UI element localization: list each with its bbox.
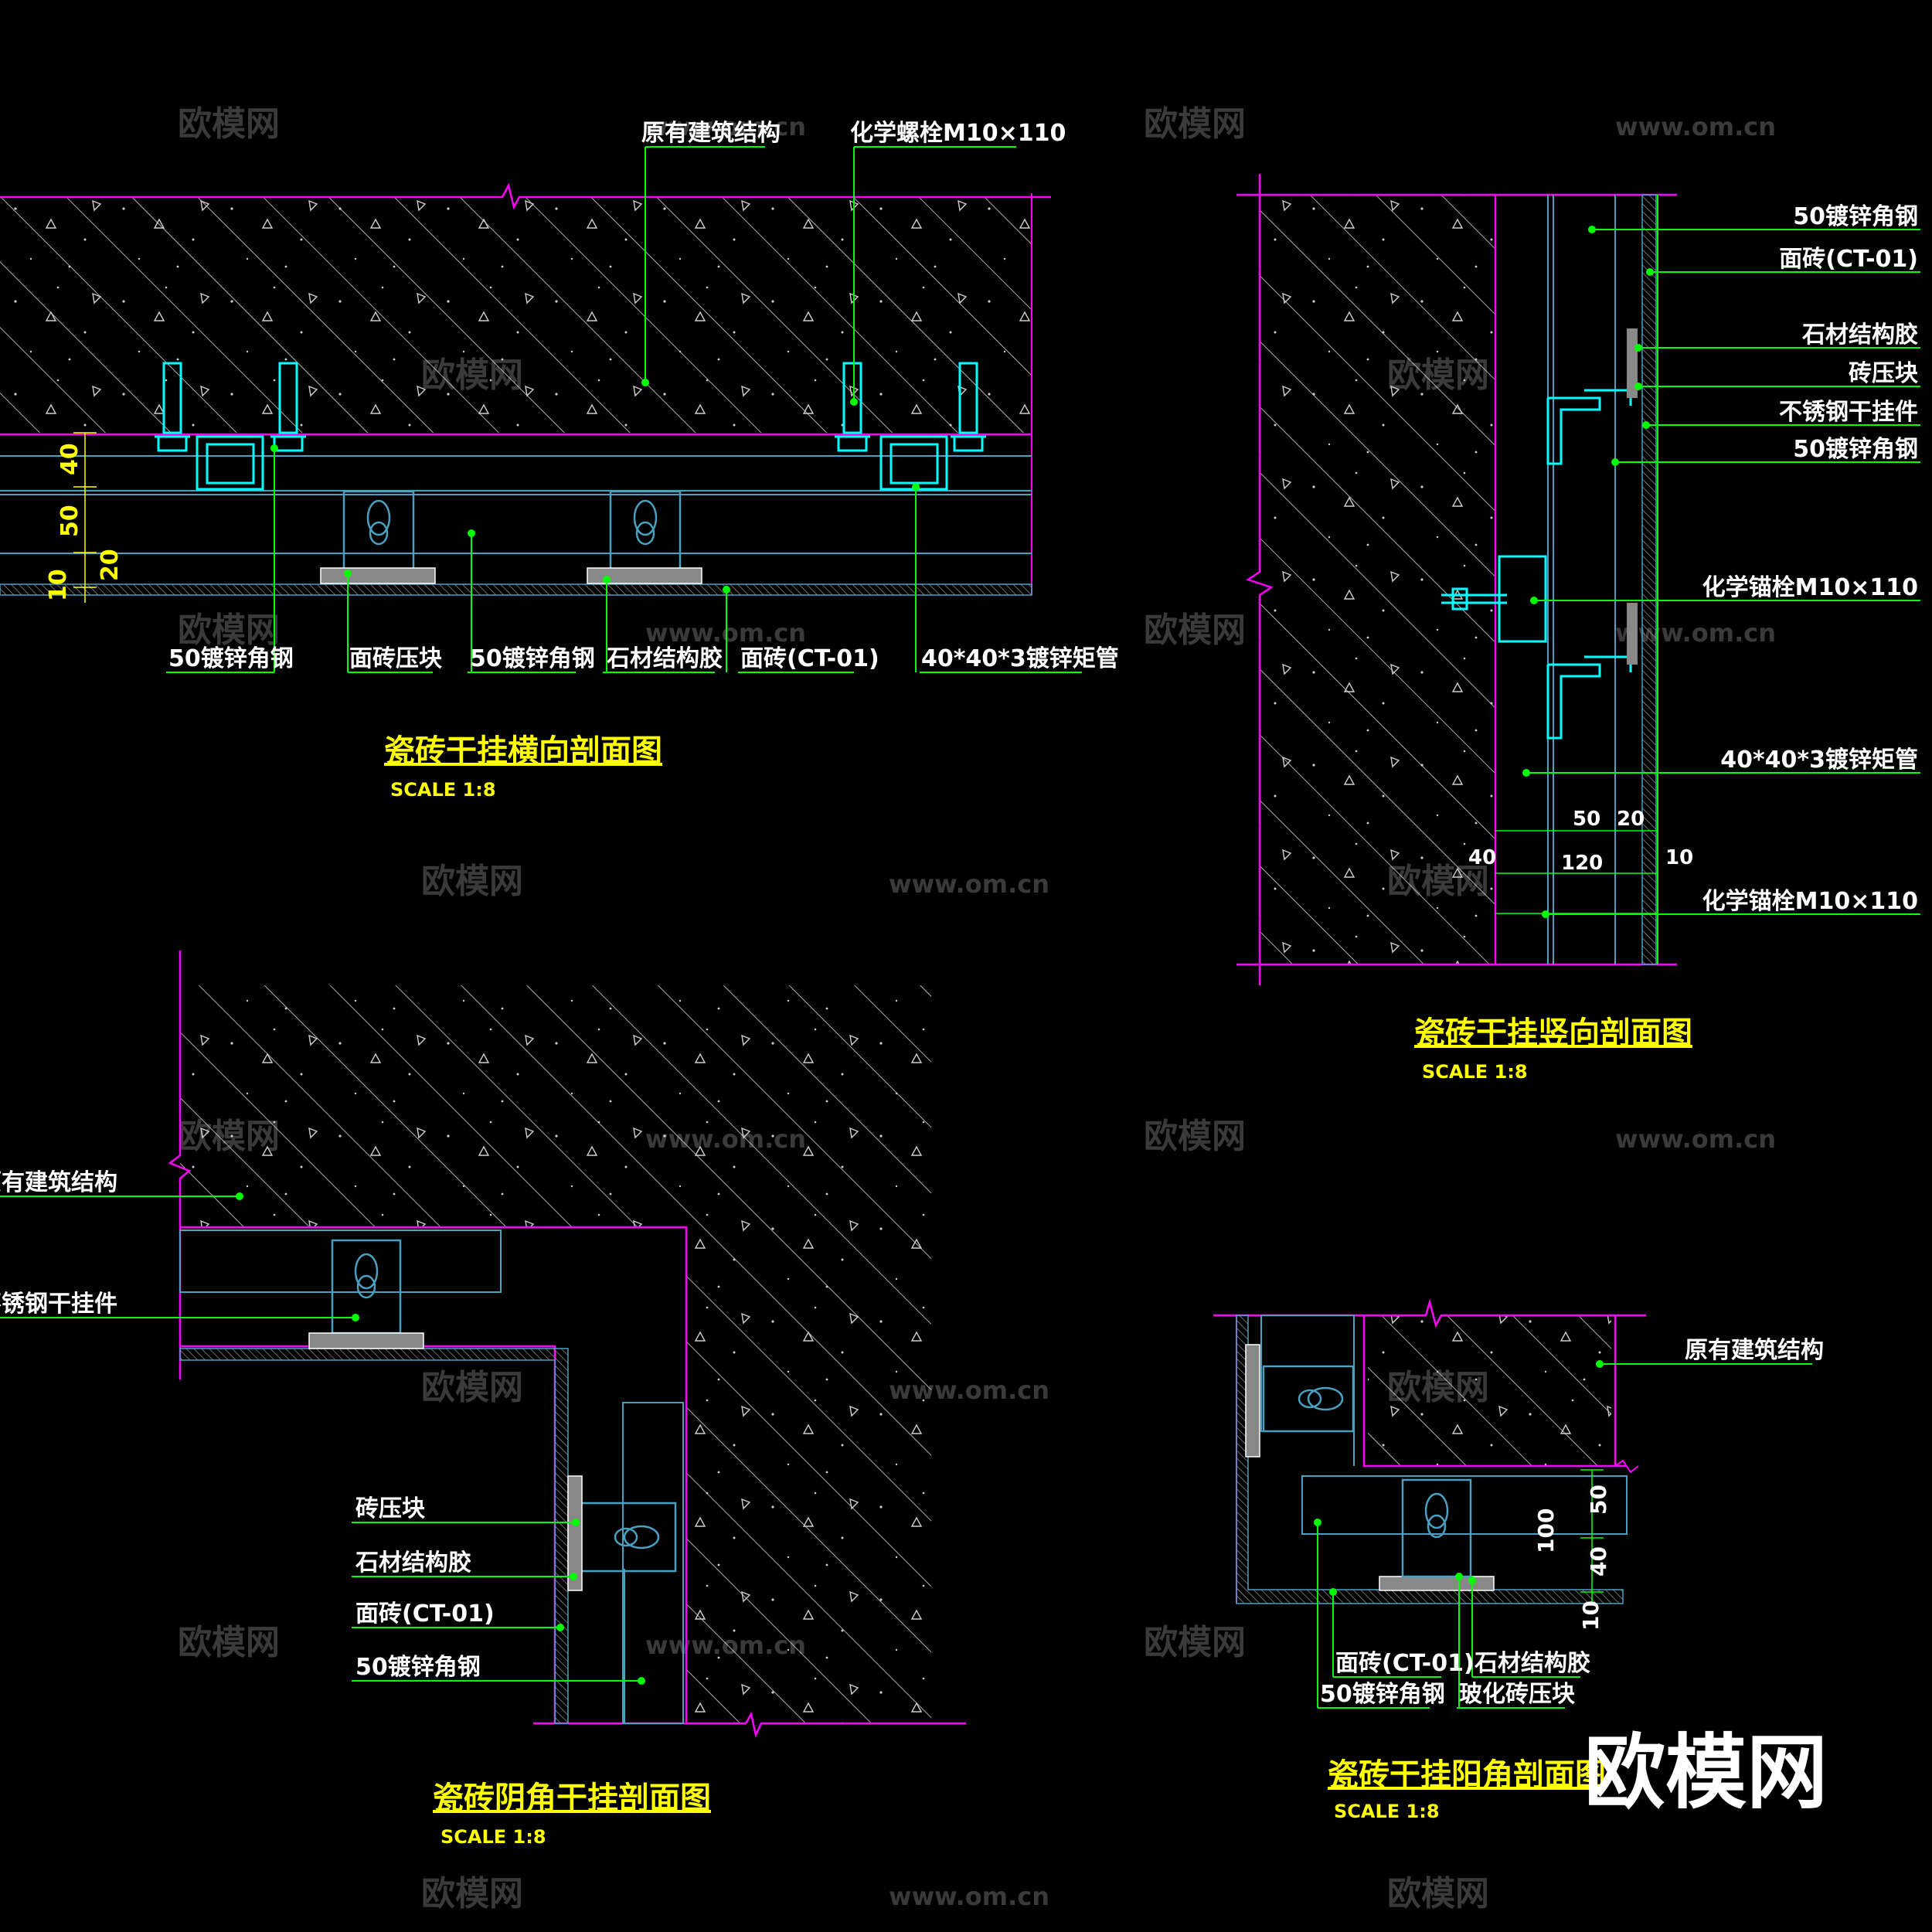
watermark-text: www.om.cn bbox=[1615, 618, 1776, 648]
label-pressure-block: 砖压块 bbox=[1849, 360, 1918, 387]
dimension-40: 40 bbox=[1468, 846, 1496, 869]
dimension-10: 10 bbox=[45, 569, 72, 601]
label-stone-glue: 石材结构胶 bbox=[355, 1549, 471, 1577]
angle-bracket bbox=[1546, 389, 1632, 740]
label-pressure-block: 砖压块 bbox=[355, 1495, 425, 1522]
view-title: 瓷砖干挂竖向剖面图 bbox=[1414, 1015, 1692, 1051]
tile-layer bbox=[1236, 1315, 1624, 1604]
watermark-text: 欧模网 bbox=[1144, 1623, 1246, 1662]
leader-lines bbox=[0, 1192, 645, 1685]
label-pressure-block: 面砖压块 bbox=[349, 645, 442, 672]
dimension-20: 20 bbox=[97, 549, 124, 581]
watermark-text: 欧模网 bbox=[421, 1874, 523, 1913]
structure-boundary bbox=[180, 1226, 688, 1723]
watermark-text: www.om.cn bbox=[889, 869, 1049, 899]
dimension-40: 40 bbox=[56, 443, 83, 475]
vertical-section-view: 50 20 40 120 10 50镀锌角钢 面砖(CT-01) 石材结构胶 砖… bbox=[1236, 174, 1920, 1083]
watermark-text: 欧模网 bbox=[178, 1623, 280, 1662]
label-tile: 面砖(CT-01) bbox=[1779, 246, 1918, 273]
watermark-text: www.om.cn bbox=[645, 112, 806, 141]
dimension-50: 50 bbox=[56, 505, 83, 537]
watermark-text: 欧模网 bbox=[178, 104, 280, 144]
structure-boundary bbox=[0, 182, 1051, 210]
structure-boundary bbox=[1362, 1315, 1627, 1468]
label-structure: 原有建筑结构 bbox=[641, 120, 781, 147]
pressure-block bbox=[308, 1332, 424, 1349]
pressure-block bbox=[587, 567, 702, 584]
stone-hanger bbox=[1262, 1365, 1472, 1578]
dimension-50: 50 bbox=[1586, 1485, 1611, 1515]
label-stone-glue: 石材结构胶 bbox=[1474, 1650, 1590, 1677]
horizontal-section-view: 40 50 20 10 原有建筑结构 化学螺栓M10×110 50镀锌角钢 面砖… bbox=[0, 120, 1119, 801]
dimension-120: 120 bbox=[1561, 852, 1603, 875]
watermark-text: 欧模网 bbox=[1144, 104, 1246, 144]
label-chem-bolt: 化学螺栓M10×110 bbox=[850, 120, 1066, 147]
watermark-text: 欧模网 bbox=[421, 1368, 523, 1407]
view-scale: SCALE 1:8 bbox=[440, 1826, 546, 1848]
view-title: 瓷砖阴角干挂剖面图 bbox=[433, 1781, 711, 1816]
label-tile: 面砖(CT-01) bbox=[1335, 1650, 1475, 1677]
label-angle-steel: 50镀锌角钢 bbox=[168, 645, 294, 672]
label-chem-bolt-2: 化学锚栓M10×110 bbox=[1702, 888, 1918, 915]
view-scale: SCALE 1:8 bbox=[390, 779, 496, 801]
watermark-text: www.om.cn bbox=[1615, 112, 1776, 141]
label-stone-glue: 石材结构胶 bbox=[1801, 321, 1918, 349]
pressure-block bbox=[320, 567, 436, 584]
label-stone-glue: 石材结构胶 bbox=[606, 645, 723, 672]
label-square-tube: 40*40*3镀锌矩管 bbox=[1720, 747, 1918, 774]
dimension-20: 20 bbox=[1617, 808, 1645, 831]
chemical-bolt bbox=[1498, 555, 1547, 643]
brand-logo: 欧模网 bbox=[1584, 1726, 1828, 1820]
label-ss-hanger: 不锈钢干挂件 bbox=[1779, 399, 1918, 426]
label-chem-bolt: 化学锚栓M10×110 bbox=[1702, 574, 1918, 601]
label-angle-steel: 50镀锌角钢 bbox=[355, 1654, 481, 1681]
label-tile: 面砖(CT-01) bbox=[740, 645, 879, 672]
label-angle-steel: 50镀锌角钢 bbox=[1320, 1681, 1445, 1708]
chemical-bolt bbox=[155, 362, 986, 452]
square-tube bbox=[196, 435, 948, 491]
leader-lines bbox=[1522, 226, 1920, 918]
view-title: 瓷砖干挂阳角剖面图 bbox=[1328, 1757, 1606, 1793]
leader-lines bbox=[1314, 1360, 1812, 1709]
watermark-text: 欧模网 bbox=[421, 862, 523, 901]
dimension-50: 50 bbox=[1573, 808, 1600, 831]
watermark-text: 欧模网 bbox=[1144, 611, 1246, 650]
dimension-10: 10 bbox=[1665, 846, 1693, 869]
leader-lines bbox=[166, 146, 1082, 673]
dimension-10: 10 bbox=[1578, 1600, 1604, 1631]
watermark-text: 欧模网 bbox=[178, 611, 280, 650]
pressure-block bbox=[1379, 1576, 1495, 1591]
label-square-tube: 40*40*3镀锌矩管 bbox=[921, 645, 1119, 672]
label-ss-hanger: 不锈钢干挂件 bbox=[0, 1291, 117, 1318]
label-angle-steel-top: 50镀锌角钢 bbox=[1793, 203, 1918, 230]
view-scale: SCALE 1:8 bbox=[1334, 1801, 1440, 1822]
tile-layer bbox=[1641, 194, 1657, 965]
watermark-text: 欧模网 bbox=[1387, 1874, 1489, 1913]
stone-hanger bbox=[342, 490, 682, 570]
dimension-100: 100 bbox=[1533, 1509, 1559, 1553]
view-title: 瓷砖干挂横向剖面图 bbox=[384, 733, 662, 769]
label-structure: 原有建筑结构 bbox=[1685, 1337, 1824, 1364]
label-tile: 面砖(CT-01) bbox=[355, 1600, 495, 1628]
pressure-block bbox=[567, 1475, 583, 1591]
watermark-text: www.om.cn bbox=[1615, 1124, 1776, 1154]
label-structure: 原有建筑结构 bbox=[0, 1169, 117, 1196]
pressure-block bbox=[1245, 1344, 1260, 1458]
inner-corner-view: 原有建筑结构 不锈钢干挂件 砖压块 石材结构胶 面砖(CT-01) 50镀锌角钢… bbox=[0, 951, 966, 1848]
tile-layer bbox=[0, 583, 1032, 596]
watermark-text: 欧模网 bbox=[1144, 1117, 1246, 1156]
watermark-text: www.om.cn bbox=[889, 1882, 1049, 1911]
label-pressure-block: 玻化砖压块 bbox=[1459, 1681, 1575, 1708]
dimension-chain bbox=[73, 432, 97, 603]
view-scale: SCALE 1:8 bbox=[1422, 1061, 1528, 1083]
dimension-40: 40 bbox=[1586, 1546, 1611, 1577]
outer-corner-view: 50 100 40 10 原有建筑结构 面砖(CT-01) 石材结构胶 50镀锌… bbox=[1213, 1298, 1824, 1822]
label-angle-steel: 50镀锌角钢 bbox=[1793, 436, 1918, 463]
tile-layer bbox=[179, 1348, 569, 1724]
label-angle-steel-2: 50镀锌角钢 bbox=[470, 645, 595, 672]
